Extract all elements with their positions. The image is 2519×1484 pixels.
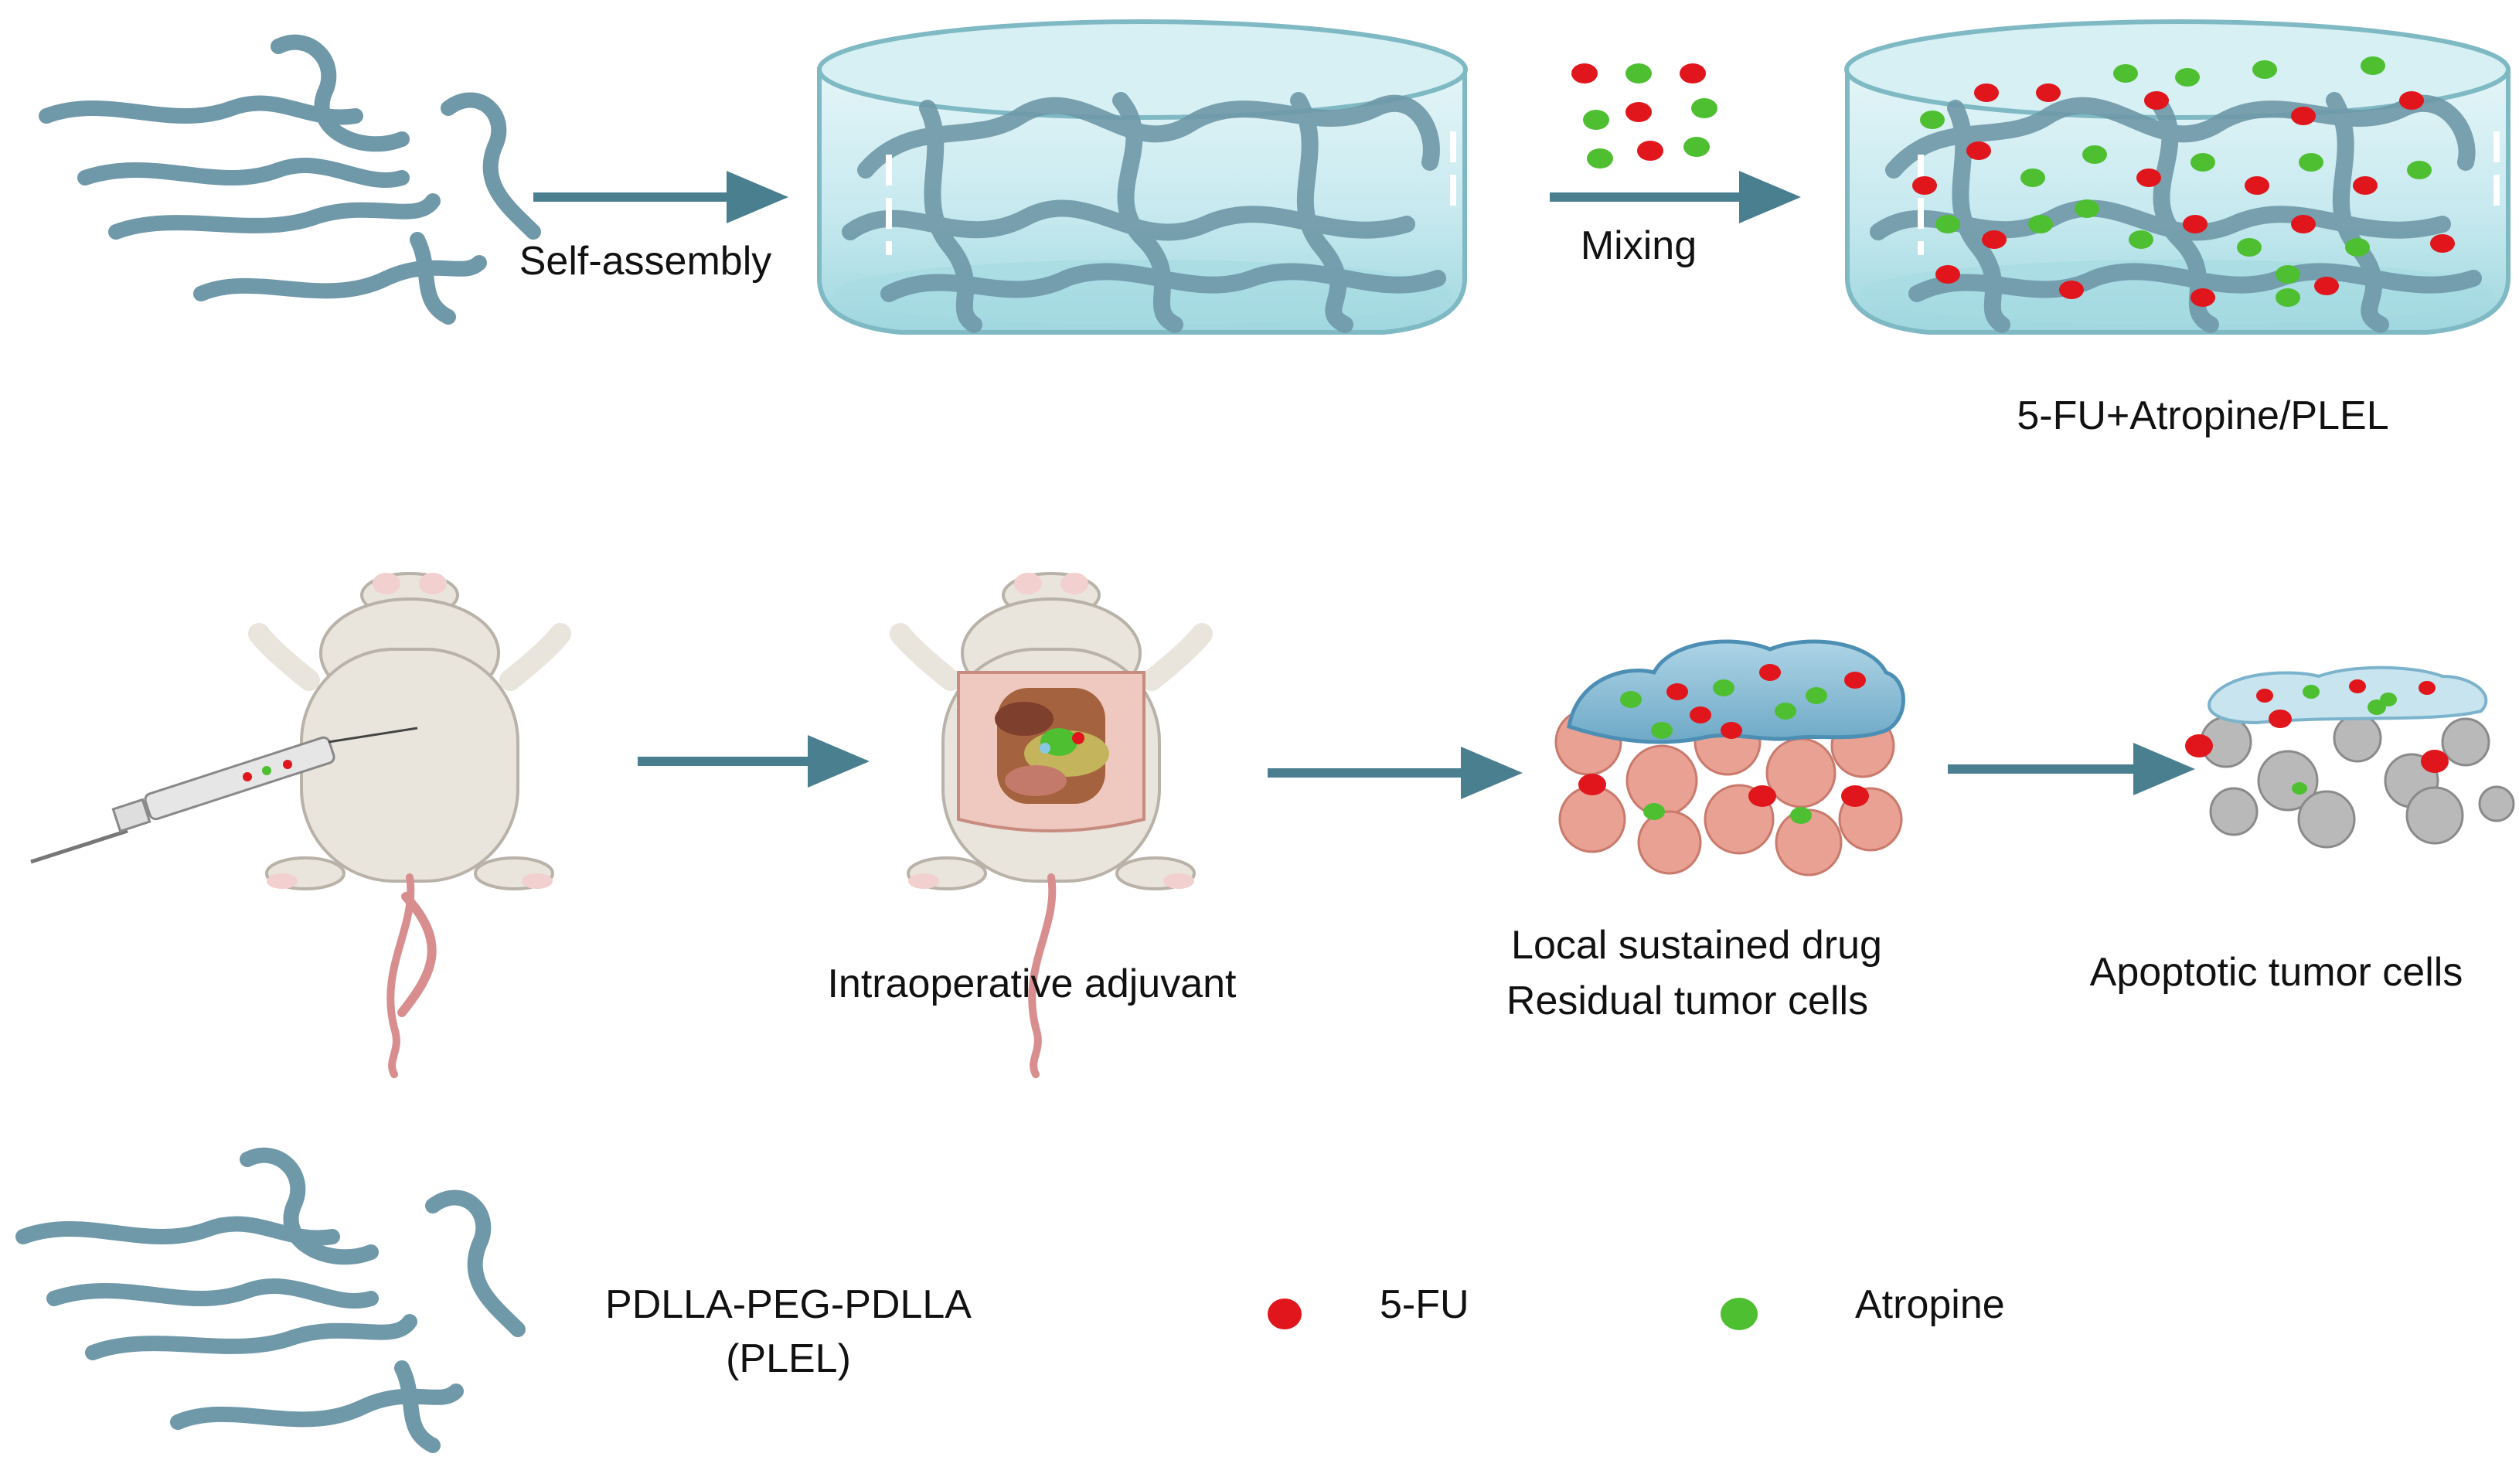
- arrow-to-residual: [1268, 747, 1523, 799]
- polymer-chains-icon: [39, 34, 541, 325]
- product-label: 5-FU+Atropine/PLEL: [2017, 393, 2388, 438]
- legend-atropine-label: Atropine: [1855, 1282, 2005, 1327]
- arrow-self-assembly: [533, 171, 788, 223]
- apoptotic-label: Apoptotic tumor cells: [2090, 950, 2463, 995]
- mouse-injection-icon: [248, 572, 571, 1078]
- intraoperative-label: Intraoperative adjuvant: [827, 962, 1237, 1006]
- syringe-icon: [30, 727, 418, 864]
- arrow-to-apoptosis: [1948, 743, 2195, 795]
- legend-5fu-label: 5-FU: [1380, 1282, 1469, 1327]
- arrow-mixing: [1550, 171, 1801, 223]
- mouse-surgery-icon: [890, 572, 1213, 1078]
- legend-polymer-icon: [15, 1147, 526, 1453]
- hydrogel-dish: [817, 19, 1468, 335]
- residual-cells-label: Residual tumor cells: [1506, 979, 1868, 1023]
- legend-polymer-abbrev: (PLEL): [726, 1336, 851, 1381]
- drug-mixture-icon: [1571, 63, 1717, 168]
- apoptotic-cells: [2185, 665, 2515, 849]
- loaded-drug-particles: [1912, 56, 2455, 307]
- legend-5fu-dot: [1268, 1298, 1302, 1329]
- legend-polymer-dot: [503, 1315, 509, 1321]
- self-assembly-label: Self-assembly: [519, 239, 772, 284]
- arrow-to-surgery: [638, 735, 870, 788]
- drug-loaded-hydrogel: [1844, 19, 2510, 335]
- residual-tumor-gel: [1554, 639, 1905, 876]
- legend-atropine-dot: [1721, 1298, 1758, 1330]
- local-drug-label: Local sustained drug: [1511, 923, 1882, 968]
- mixing-label: Mixing: [1581, 223, 1697, 268]
- legend-polymer-label: PDLLA-PEG-PDLLA: [605, 1282, 972, 1327]
